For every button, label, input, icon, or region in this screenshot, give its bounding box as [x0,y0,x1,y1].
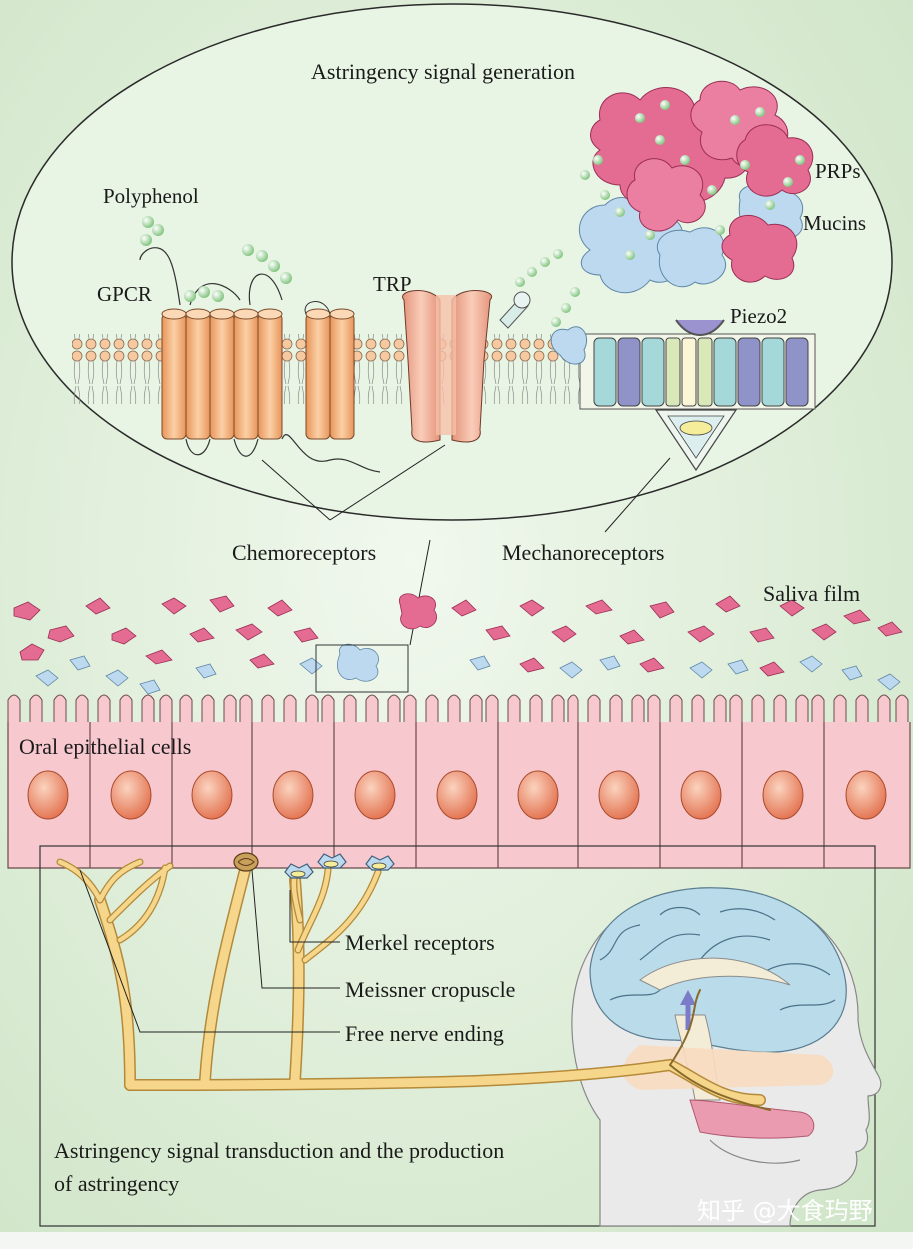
mechanoreceptors-label: Mechanoreceptors [502,540,664,565]
merkel-receptors-label: Merkel receptors [345,930,495,955]
polyphenol-molecules [140,216,292,302]
chemoreceptors-label: Chemoreceptors [232,540,376,565]
free-nerve-ending-label: Free nerve ending [345,1021,504,1046]
trp-channel [402,290,531,443]
piezo2-channel [579,319,816,472]
callout-lines [261,444,671,533]
bottom-strip [0,1232,913,1249]
signal-generation-title: Astringency signal generation [311,59,575,84]
nerve-fibers [56,858,771,1111]
receptor-endings [233,852,395,879]
transduction-caption-line1: Astringency signal transduction and the … [54,1138,504,1163]
polyphenol-chain [515,249,563,287]
epithelial-cells-label: Oral epithelial cells [19,734,191,759]
saliva-film-label: Saliva film [763,581,860,606]
saliva-film [13,593,903,695]
trp-label: TRP [373,272,412,296]
transduction-caption-line2: of astringency [54,1171,179,1196]
zoom-box [315,644,409,693]
signal-generation-panel [11,3,893,533]
receptor-leaders [79,869,340,1033]
polyphenol-label: Polyphenol [103,184,199,208]
gpcr-label: GPCR [97,282,152,306]
gpcr-receptor [139,247,381,473]
epithelial-cell-row [7,694,911,869]
mucins-label: Mucins [803,211,866,235]
piezo2-label: Piezo2 [730,304,787,328]
prps-mucins-cluster [550,80,814,365]
meissner-corpuscle-label: Meissner cropuscle [345,977,515,1002]
prps-label: PRPs [815,159,861,183]
watermark: 知乎 @大食玙野 [697,1197,873,1225]
transduction-panel-frame [39,845,876,1227]
